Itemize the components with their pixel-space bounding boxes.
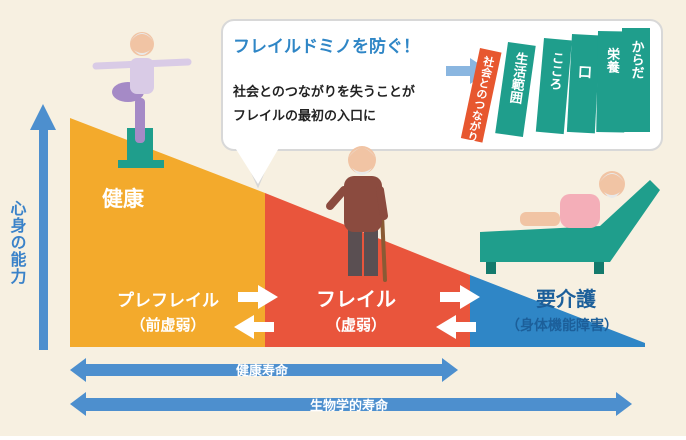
frail-to-prefrail-arrow (234, 315, 274, 339)
stage-frailty-sub: （虚弱） (326, 316, 386, 334)
stage-frailty-label: フレイル (316, 287, 396, 311)
domino-5: からだ (622, 28, 650, 132)
domino-3: 口 (566, 34, 600, 134)
domino-1: 生活範囲 (495, 41, 536, 138)
ability-axis-arrow (30, 104, 56, 350)
domino-label-2: こころ (546, 51, 564, 92)
bedridden-elder-illustration (480, 171, 660, 274)
health-region (70, 118, 265, 347)
stage-prefrail-label: プレフレイル (117, 290, 219, 311)
stage-healthy-label: 健康 (102, 187, 145, 211)
domino-label-3: 口 (576, 64, 593, 79)
frail-elder-illustration (326, 146, 388, 282)
stage-care-label: 要介護 (536, 287, 597, 311)
biological-lifespan-arrow (70, 392, 632, 416)
domino-2: こころ (535, 38, 572, 135)
healthy-lifespan-label: 健康寿命 (236, 363, 289, 379)
stage-care-sub: （身体機能障害） (506, 317, 618, 334)
ability-axis-label: 心身の能力 (8, 200, 27, 285)
biological-lifespan-label: 生物学的寿命 (310, 398, 389, 414)
domino-4: 栄養 (596, 31, 626, 133)
frail-to-care-arrow (440, 285, 480, 309)
speech-line-2: フレイルの最初の入口に (233, 108, 376, 124)
speech-line-1: 社会とのつながりを失うことが (232, 84, 415, 100)
prefrail-to-frail-arrow (238, 285, 278, 309)
healthy-elder-illustration (92, 32, 192, 168)
domino-label-4: 栄養 (604, 47, 621, 75)
care-to-frail-arrow (436, 315, 476, 339)
care-region (470, 275, 645, 347)
healthy-lifespan-arrow (70, 358, 458, 382)
speech-title: フレイルドミノを防ぐ！ (233, 36, 420, 57)
stage-prefrail-sub: （前虚弱） (130, 316, 205, 334)
domino-label-5: からだ (629, 40, 645, 79)
